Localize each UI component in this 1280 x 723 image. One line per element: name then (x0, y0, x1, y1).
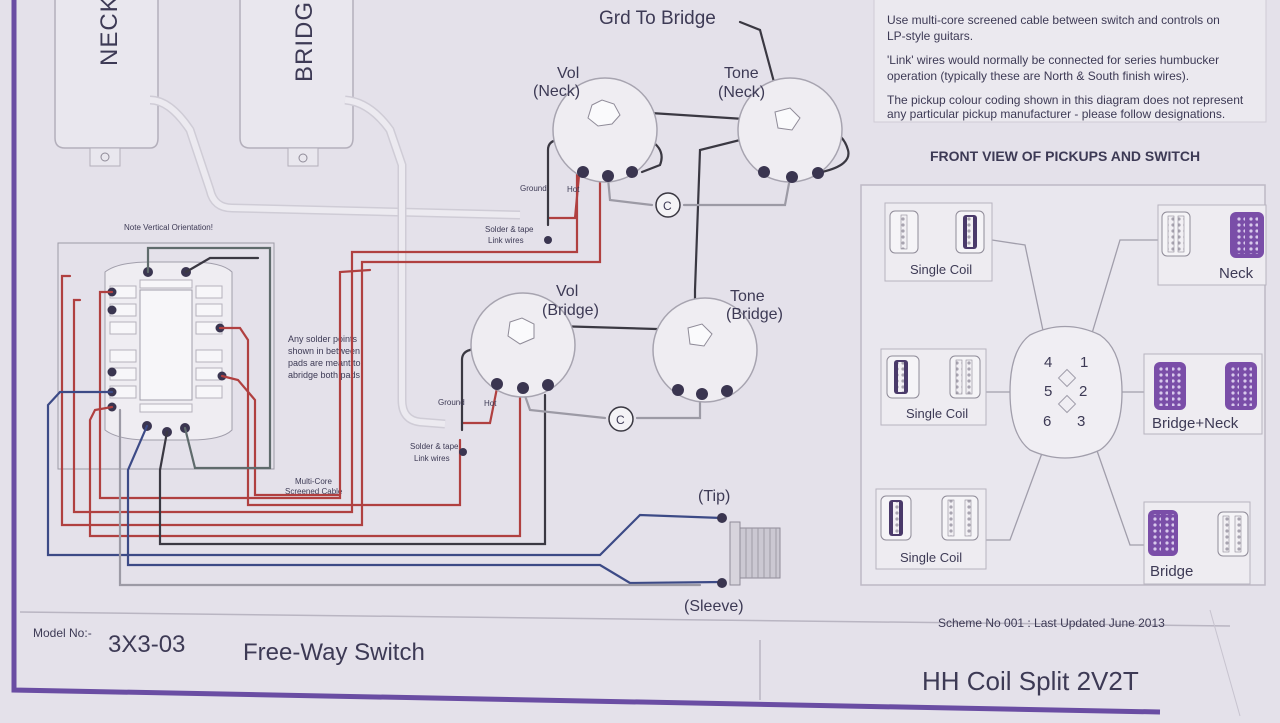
bridge-pickup-label: BRIDGE (291, 0, 318, 82)
scheme-info: Scheme No 001 : Last Updated June 2013 (938, 616, 1165, 630)
free-way-switch: Note Vertical Orientation! (57, 223, 275, 470)
svg-text:LP-style guitars.: LP-style guitars. (887, 29, 973, 43)
switch-name: Free-Way Switch (243, 639, 425, 666)
svg-text:Any solder points: Any solder points (288, 334, 358, 344)
svg-text:5: 5 (1044, 383, 1052, 400)
tone-neck-label-1: Tone (724, 65, 759, 82)
svg-text:3: 3 (1077, 413, 1085, 430)
position-box-bridge-neck: Bridge+Neck (1143, 353, 1263, 435)
grd-to-bridge-label: Grd To Bridge (599, 8, 716, 29)
svg-text:2: 2 (1079, 383, 1087, 400)
tone-bridge-label-1: Tone (730, 288, 765, 305)
svg-text:4: 4 (1044, 354, 1052, 371)
svg-text:1: 1 (1080, 354, 1088, 371)
svg-text:Single Coil: Single Coil (910, 262, 972, 277)
svg-text:Use multi-core screened cable: Use multi-core screened cable between sw… (887, 13, 1220, 27)
position-box-single-coil-1: Single Coil (884, 202, 993, 282)
position-box-single-coil-2: Single Coil (880, 348, 987, 426)
ground-label-neck: Ground (520, 184, 547, 193)
output-jack: (Tip) (Sleeve) (684, 488, 781, 615)
svg-text:Neck: Neck (1219, 265, 1254, 282)
tone-neck-label-2: (Neck) (718, 84, 765, 101)
solder-points-note: Any solder points shown in between pads … (288, 334, 361, 380)
ground-label-bridge: Ground (438, 398, 465, 407)
solder-link-label-neck-2: Link wires (488, 236, 524, 245)
svg-text:Screened Cable: Screened Cable (285, 487, 343, 496)
jack-sleeve-label: (Sleeve) (684, 598, 744, 615)
model-label: Model No:- (33, 626, 92, 640)
svg-text:The pickup colour coding shown: The pickup colour coding shown in this d… (887, 93, 1244, 107)
svg-text:Bridge+Neck: Bridge+Neck (1152, 415, 1239, 432)
neck-pickup-label: NECK (96, 0, 123, 66)
front-view-title: FRONT VIEW OF PICKUPS AND SWITCH (930, 148, 1200, 164)
diagram-title: HH Coil Split 2V2T (922, 666, 1139, 696)
capacitor-neck: C (655, 192, 681, 218)
vertical-orientation-note: Note Vertical Orientation! (124, 223, 213, 232)
vol-neck-pot: Vol (Neck) (533, 65, 658, 183)
position-box-neck: Neck (1157, 204, 1267, 286)
svg-text:Single Coil: Single Coil (900, 550, 962, 565)
footer-divider (19, 611, 1231, 627)
tone-neck-pot: Tone (Neck) (718, 65, 843, 183)
vol-bridge-pot: Vol (Bridge) (470, 283, 599, 398)
svg-text:'Link' wires would normally be: 'Link' wires would normally be connected… (887, 53, 1219, 67)
capacitor-bridge: C (608, 406, 634, 432)
solder-link-label-neck-1: Solder & tape (485, 225, 534, 234)
svg-text:6: 6 (1043, 413, 1051, 430)
svg-text:pads are meant to: pads are meant to (288, 358, 361, 368)
solder-link-label-bridge-2: Link wires (414, 454, 450, 463)
svg-text:Bridge: Bridge (1150, 563, 1193, 580)
vol-bridge-label-2: (Bridge) (542, 302, 599, 319)
hot-label-neck: Hot (567, 185, 580, 194)
notes: Use multi-core screened cable between sw… (873, 0, 1267, 123)
front-view-panel: FRONT VIEW OF PICKUPS AND SWITCH 1 2 3 4… (860, 148, 1267, 586)
hot-label-bridge: Hot (484, 399, 497, 408)
svg-text:C: C (616, 413, 625, 427)
svg-text:abridge both pads: abridge both pads (288, 370, 361, 380)
tone-bridge-pot: Tone (Bridge) (652, 288, 783, 403)
model-number: 3X3-03 (108, 631, 185, 658)
vol-neck-label-2: (Neck) (533, 83, 580, 100)
multi-core-label: Multi-Core Screened Cable (285, 477, 343, 496)
vol-neck-label-1: Vol (557, 65, 579, 82)
svg-text:Single Coil: Single Coil (906, 406, 968, 421)
vol-bridge-label-1: Vol (556, 283, 578, 300)
svg-text:Multi-Core: Multi-Core (295, 477, 332, 486)
jack-tip-label: (Tip) (698, 488, 730, 505)
switch-positions: 1 2 3 4 5 6 (1043, 354, 1088, 430)
bridge-pickup: BRIDGE (239, 0, 354, 167)
position-box-bridge: Bridge (1143, 501, 1251, 585)
svg-text:operation (typically these are: operation (typically these are North & S… (887, 69, 1189, 83)
sheet-border (11, 0, 1161, 715)
position-box-single-coil-3: Single Coil (875, 488, 987, 570)
tone-bridge-label-2: (Bridge) (726, 306, 783, 323)
svg-text:shown in between: shown in between (288, 346, 360, 356)
svg-text:any particular pickup manufact: any particular pickup manufacturer - ple… (887, 107, 1225, 121)
solder-link-label-bridge-1: Solder & tape (410, 442, 459, 451)
svg-text:C: C (663, 199, 672, 213)
neck-pickup: NECK (54, 0, 159, 167)
footer: Model No:- 3X3-03 Free-Way Switch Scheme… (33, 616, 1165, 696)
